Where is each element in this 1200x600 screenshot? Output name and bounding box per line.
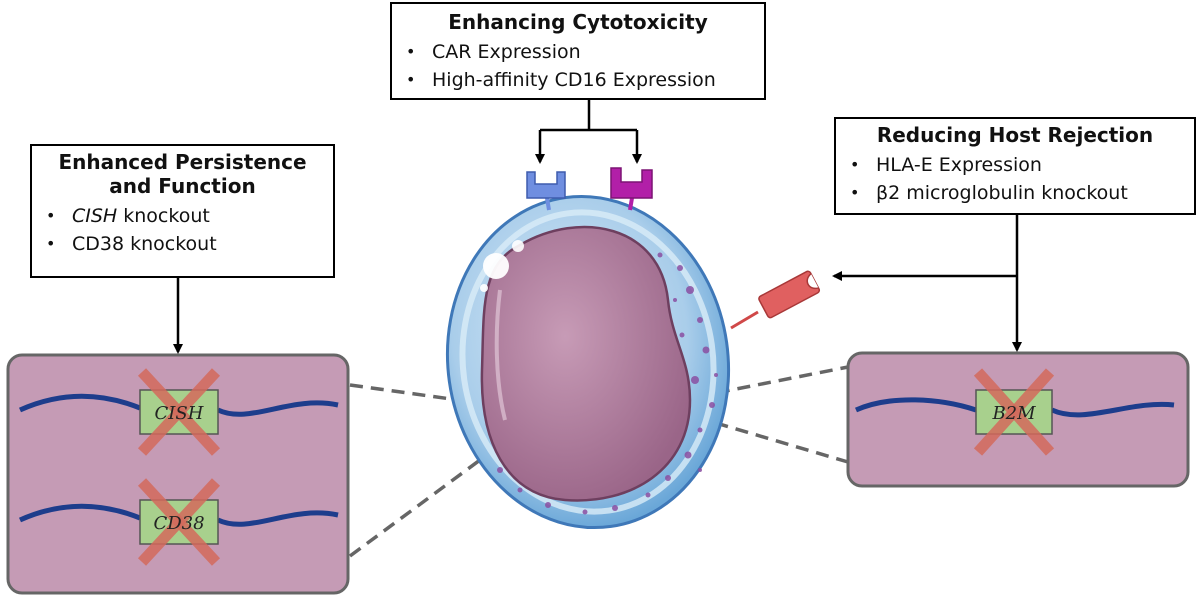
list-item: CAR Expression — [398, 38, 758, 66]
title-line: and Function — [109, 174, 256, 198]
list-item: High-affinity CD16 Expression — [398, 66, 758, 94]
gene-block-b2m: B2M — [973, 368, 1055, 456]
enhancing-cytotoxicity-list: CAR Expression High-affinity CD16 Expres… — [398, 38, 758, 94]
gene-label-cd38: CD38 — [153, 513, 204, 534]
hla-e-molecule-icon — [730, 270, 821, 330]
enhancing-cytotoxicity-title: Enhancing Cytotoxicity — [448, 10, 708, 34]
list-item-text: CD38 knockout — [72, 233, 217, 255]
gene-label-b2m: B2M — [991, 403, 1036, 424]
list-item: CISH knockout — [38, 202, 327, 230]
knockout-panel-right: B2M — [846, 351, 1190, 488]
reducing-host-rejection-title: Reducing Host Rejection — [876, 123, 1154, 147]
gene-block-cd38: CD38 — [137, 478, 221, 566]
dna-strand-b2m — [854, 397, 1175, 418]
nk-cell — [445, 194, 731, 530]
list-item: HLA-E Expression — [842, 151, 1188, 179]
connector-arrows — [173, 100, 1022, 354]
reducing-host-rejection-list: HLA-E Expression β2 microglobulin knocko… — [842, 151, 1188, 207]
enhanced-persistence-box: Enhanced Persistence and Function CISH k… — [30, 144, 335, 278]
list-item: CD38 knockout — [38, 230, 327, 258]
dna-strand-cd38 — [18, 503, 339, 527]
list-item: β2 microglobulin knockout — [842, 179, 1188, 207]
reducing-host-rejection-box: Reducing Host Rejection HLA-E Expression… — [834, 117, 1196, 215]
cd16-receptor-icon — [610, 167, 653, 211]
gene-name: CISH — [72, 205, 118, 227]
title-line: Enhanced Persistence — [58, 150, 307, 174]
list-item-text: knockout — [117, 205, 210, 227]
car-receptor-icon — [526, 171, 566, 211]
gene-label-cish: CISH — [155, 403, 204, 424]
enhanced-persistence-list: CISH knockout CD38 knockout — [38, 202, 327, 258]
knockout-panel-left: CISH CD38 — [6, 353, 350, 595]
nucleus — [480, 225, 692, 502]
gene-block-cish: CISH — [137, 368, 221, 456]
enhancing-cytotoxicity-box: Enhancing Cytotoxicity CAR Expression Hi… — [390, 2, 766, 100]
dna-strand-cish — [18, 393, 339, 417]
enhanced-persistence-title: Enhanced Persistence and Function — [38, 150, 327, 198]
